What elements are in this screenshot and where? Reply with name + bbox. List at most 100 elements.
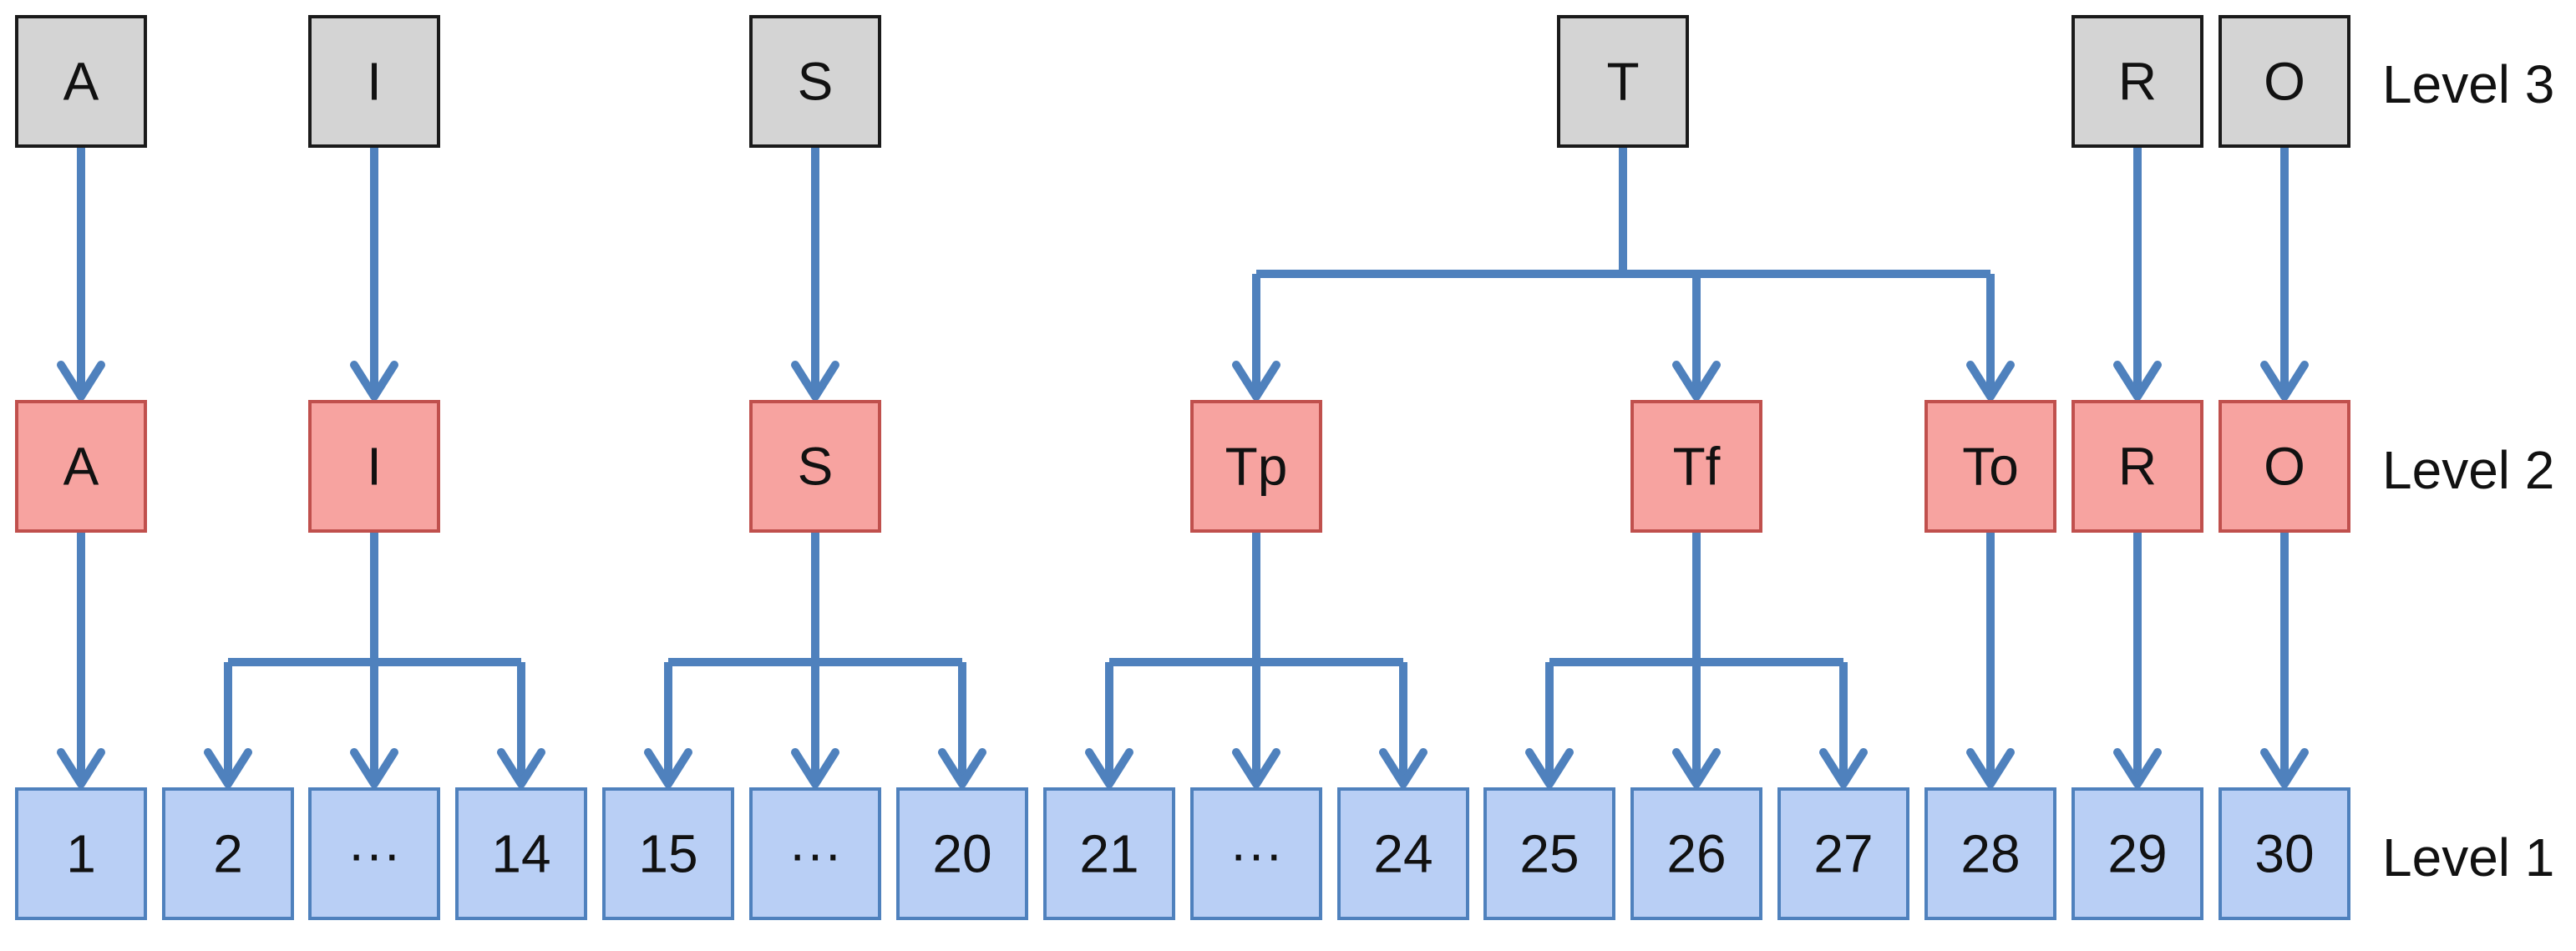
level1-node-1-text: 2: [213, 824, 243, 884]
level3-node-3-box: [1557, 15, 1689, 148]
level1-node-8-text: ···: [1230, 824, 1283, 884]
level1-node-14: 29: [2071, 787, 2203, 920]
level3-node-5-text: O: [2264, 52, 2305, 112]
level2-node-1: I: [308, 400, 440, 533]
edge-l3-4-arrowhead: [2113, 361, 2162, 401]
level1-node-5: ···: [749, 787, 881, 920]
edge-layer: [57, 146, 2309, 788]
level2-node-5-box: [1924, 400, 2056, 533]
level2-node-3-text: Tp: [1225, 437, 1288, 497]
edge-l2-2-arrowhead-2: [938, 748, 986, 788]
level2-node-5: To: [1924, 400, 2056, 533]
edge-l2-3-arrowhead-2: [1379, 748, 1427, 788]
edge-l2-2-arrowhead-1: [791, 748, 839, 788]
level1-node-9: 24: [1337, 787, 1469, 920]
level-label-layer: Level 3 Level 2 Level 1: [2382, 54, 2554, 888]
level1-node-6-box: [896, 787, 1028, 920]
level1-node-10-text: 25: [1519, 824, 1579, 884]
level1-node-11-box: [1630, 787, 1762, 920]
level1-node-2: ···: [308, 787, 440, 920]
level2-node-2: S: [749, 400, 881, 533]
level1-node-4-text: 15: [638, 824, 697, 884]
level2-node-7: O: [2219, 400, 2350, 533]
edge-l3-1-arrowhead: [350, 361, 398, 401]
level2-node-0-text: A: [63, 437, 99, 497]
level2-node-3: Tp: [1190, 400, 1322, 533]
level2-node-5-text: To: [1962, 437, 2019, 497]
level1-node-7-text: 21: [1079, 824, 1138, 884]
edge-l2-7-arrowhead: [2260, 748, 2309, 788]
edge-l3-3-arrowhead-1: [1672, 361, 1721, 401]
level1-node-9-text: 24: [1373, 824, 1433, 884]
level3-node-4-text: R: [2118, 52, 2157, 112]
edge-l3-3-arrowhead-0: [1232, 361, 1280, 401]
edge-l2-1-arrowhead-0: [204, 748, 252, 788]
level1-node-3: 14: [455, 787, 587, 920]
edge-l2-3-arrowhead-0: [1085, 748, 1133, 788]
level3-node-1-text: I: [367, 52, 382, 112]
level1-node-12: 27: [1777, 787, 1909, 920]
level-1-label: Level 1: [2382, 827, 2554, 888]
level1-node-5-text: ···: [789, 824, 842, 884]
level1-node-0-box: [15, 787, 147, 920]
level1-node-11: 26: [1630, 787, 1762, 920]
level1-node-6: 20: [896, 787, 1028, 920]
level2-node-4-box: [1630, 400, 1762, 533]
level2-node-0-box: [15, 400, 147, 533]
level1-node-2-box: [308, 787, 440, 920]
level1-node-15-box: [2219, 787, 2350, 920]
level3-node-2-box: [749, 15, 881, 148]
level3-node-1: I: [308, 15, 440, 148]
level1-node-3-text: 14: [491, 824, 550, 884]
level1-node-10-box: [1483, 787, 1615, 920]
level1-node-2-text: ···: [347, 824, 401, 884]
edge-l2-0-arrowhead: [57, 748, 105, 788]
level1-node-7: 21: [1043, 787, 1175, 920]
level2-node-1-box: [308, 400, 440, 533]
level1-node-11-text: 26: [1666, 824, 1726, 884]
level3-node-0-text: A: [63, 52, 99, 112]
level3-node-4-box: [2071, 15, 2203, 148]
level3-node-4: R: [2071, 15, 2203, 148]
edge-l2-2-arrowhead-0: [644, 748, 692, 788]
level2-node-6: R: [2071, 400, 2203, 533]
edge-l3-5-arrowhead: [2260, 361, 2309, 401]
level3-node-3: T: [1557, 15, 1689, 148]
level1-node-0: 1: [15, 787, 147, 920]
level1-node-12-box: [1777, 787, 1909, 920]
edge-l2-4-arrowhead-2: [1819, 748, 1868, 788]
edge-l2-1-arrowhead-2: [497, 748, 545, 788]
level3-node-3-text: T: [1606, 52, 1639, 112]
level1-node-4: 15: [602, 787, 734, 920]
edge-l2-4-arrowhead-0: [1525, 748, 1574, 788]
level1-node-1-box: [162, 787, 294, 920]
level2-node-2-text: S: [798, 437, 834, 497]
level2-node-6-box: [2071, 400, 2203, 533]
level-3-label: Level 3: [2382, 54, 2554, 114]
level1-node-5-box: [749, 787, 881, 920]
level1-node-1: 2: [162, 787, 294, 920]
edge-l2-1-arrowhead-1: [350, 748, 398, 788]
edge-l2-6-arrowhead: [2113, 748, 2162, 788]
level2-node-1-text: I: [367, 437, 382, 497]
level1-node-8: ···: [1190, 787, 1322, 920]
level2-node-2-box: [749, 400, 881, 533]
level2-node-0: A: [15, 400, 147, 533]
level1-node-9-box: [1337, 787, 1469, 920]
level-2-label: Level 2: [2382, 440, 2554, 500]
edge-l2-3-arrowhead-1: [1232, 748, 1280, 788]
level1-node-14-text: 29: [2107, 824, 2167, 884]
level1-node-6-text: 20: [932, 824, 991, 884]
level3-node-2-text: S: [798, 52, 834, 112]
edge-l2-4-arrowhead-1: [1672, 748, 1721, 788]
level1-node-13-box: [1924, 787, 2056, 920]
level1-node-0-text: 1: [66, 824, 96, 884]
level1-node-12-text: 27: [1813, 824, 1873, 884]
edge-l2-5-arrowhead: [1966, 748, 2015, 788]
level3-node-1-box: [308, 15, 440, 148]
level1-node-14-box: [2071, 787, 2203, 920]
level3-node-5-box: [2219, 15, 2350, 148]
level2-node-7-text: O: [2264, 437, 2305, 497]
